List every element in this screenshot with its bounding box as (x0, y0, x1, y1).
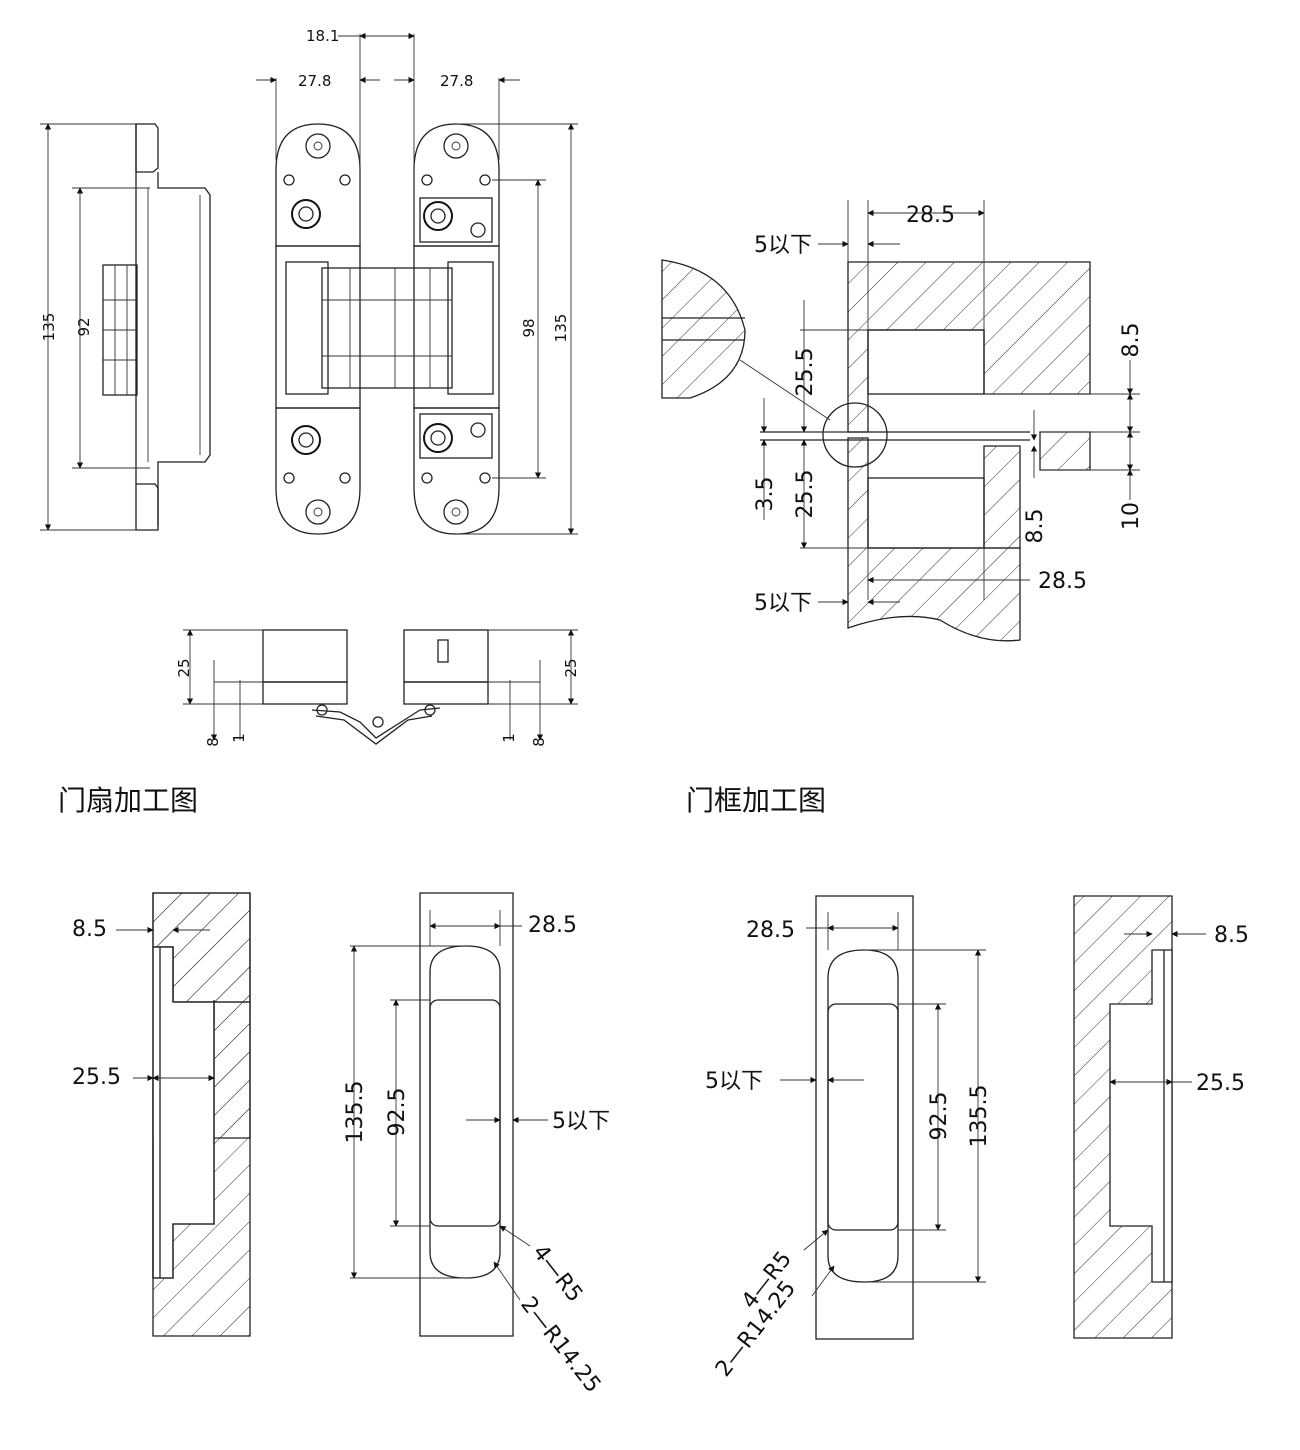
leaf-135-5-label: 135.5 (343, 1081, 368, 1144)
dim-92 (72, 187, 150, 469)
sec-25-5-lower-label: 25.5 (793, 470, 818, 519)
dim-92-label: 92 (75, 317, 93, 336)
dim-1-right-label: 1 (500, 733, 518, 743)
frame-25-5-label: 25.5 (1196, 1071, 1245, 1096)
frame-92-5-label: 92.5 (927, 1092, 952, 1141)
sec-5-below-bottom-label: 5以下 (754, 591, 812, 616)
dim-bottom-right (488, 629, 578, 741)
door-leaf-section-dims (116, 926, 215, 1082)
dim-27-8-right-label: 27.8 (440, 72, 473, 90)
hinge-side-view (102, 123, 211, 531)
hinge-bottom-view (262, 629, 489, 745)
dim-1-left-label: 1 (230, 733, 248, 743)
dim-18-1-label: 18.1 (306, 27, 339, 45)
sec-25-5-upper-label: 25.5 (793, 348, 818, 397)
sec-8-5-right-top-label: 8.5 (1119, 323, 1144, 358)
dim-98-label: 98 (520, 318, 538, 337)
sec-5-below-top-label: 5以下 (754, 233, 812, 258)
door-leaf-section (152, 892, 251, 1337)
door-leaf-face (350, 892, 548, 1337)
dim-135-right-label: 135 (552, 314, 570, 343)
door-frame-face (780, 895, 986, 1340)
leaf-5-below-label: 5以下 (552, 1109, 610, 1134)
dim-135-left (40, 123, 136, 531)
sec-3-5-label: 3.5 (753, 477, 778, 512)
dim-bottom-left (183, 629, 263, 741)
frame-8-5-label: 8.5 (1214, 923, 1249, 948)
frame-135-5-label: 135.5 (967, 1085, 992, 1148)
section-view (661, 259, 1091, 642)
leaf-r14-label: 2—R14.25 (515, 1292, 605, 1397)
dim-25-left-label: 25 (175, 658, 193, 677)
dim-top-extension-lines (256, 32, 520, 245)
sec-10-label: 10 (1119, 502, 1144, 530)
door-leaf-title: 门扇加工图 (58, 784, 198, 817)
dim-8-left-label: 8 (204, 737, 222, 747)
frame-5-below-label: 5以下 (705, 1069, 763, 1094)
dim-135-left-label: 135 (40, 313, 58, 342)
leaf-8-5-label: 8.5 (72, 917, 107, 942)
dim-8-right-label: 8 (530, 737, 548, 747)
dim-27-8-left-label: 27.8 (298, 72, 331, 90)
sec-28-5-bottom-label: 28.5 (1038, 569, 1087, 594)
sec-28-5-top-label: 28.5 (906, 203, 955, 228)
sec-8-5-right-mid-label: 8.5 (1023, 509, 1048, 544)
door-frame-title: 门框加工图 (686, 784, 826, 817)
dim-98 (492, 179, 546, 479)
leaf-28-5-label: 28.5 (528, 913, 577, 938)
dim-25-right-label: 25 (562, 658, 580, 677)
door-frame-section (1073, 895, 1206, 1339)
leaf-92-5-label: 92.5 (385, 1088, 410, 1137)
frame-28-5-label: 28.5 (746, 918, 795, 943)
hinge-front-view (275, 123, 500, 535)
section-dimensions (760, 200, 1140, 620)
dim-135-right (456, 123, 578, 535)
leaf-25-5-label: 25.5 (72, 1065, 121, 1090)
